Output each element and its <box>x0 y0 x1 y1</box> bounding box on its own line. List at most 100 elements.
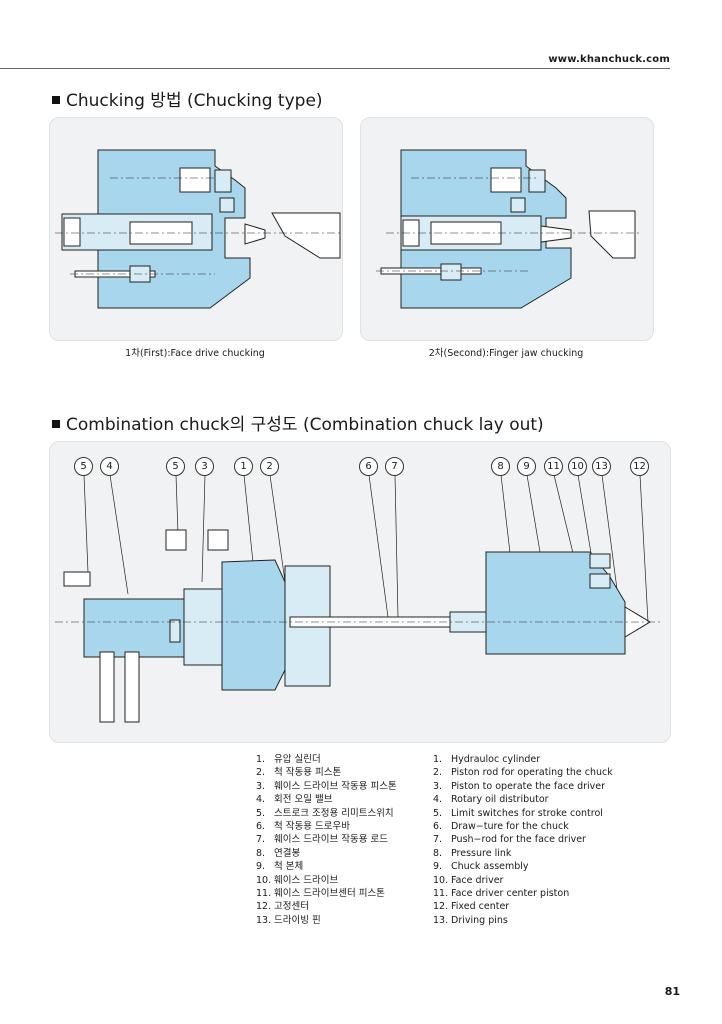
list-item: 6.Draw−ture for the chuck <box>433 820 613 833</box>
callout-number: 12 <box>630 457 649 476</box>
part-label: 드라이빙 핀 <box>274 914 321 926</box>
square-bullet-icon <box>52 420 60 428</box>
list-item: 8. 연결봉 <box>256 847 397 860</box>
list-item: 3. Piston to operate the face driver <box>433 780 613 793</box>
callout-number: 6 <box>359 457 378 476</box>
part-number: 5. <box>433 807 443 819</box>
part-label: Limit switches for stroke control <box>451 807 603 819</box>
part-number: 8. <box>433 847 443 859</box>
part-number: 12. <box>433 901 449 913</box>
list-item: 8. Pressure link <box>433 847 613 860</box>
part-label: Piston rod for operating the chuck <box>451 767 613 779</box>
part-number: 9. <box>433 861 443 873</box>
part-label: 훼이스 드라이브 <box>274 874 339 886</box>
part-label: 연결봉 <box>274 847 301 859</box>
part-number: 8. <box>256 847 266 859</box>
part-label: Face driver <box>451 874 504 886</box>
face-drive-chucking-drawing <box>55 149 341 309</box>
part-label: Chuck assembly <box>451 861 529 873</box>
callout-number: 3 <box>195 457 214 476</box>
callout-number: 9 <box>517 457 536 476</box>
part-label: 스트로크 조정용 리미트스위치 <box>274 807 394 819</box>
list-item: 3.훼이스 드라이브 작동용 피스톤 <box>256 780 397 793</box>
caption-second-chucking: 2차(Second):Finger jaw chucking <box>428 348 584 359</box>
part-number: 1. <box>256 754 266 765</box>
list-item: 4.Rotary oil distributor <box>433 793 613 806</box>
list-item: 9. 척 본체 <box>256 860 397 873</box>
section-heading-layout: Combination chuck의 구성도 (Combination chuc… <box>52 410 544 435</box>
diagram-panel-face-drive <box>49 117 343 341</box>
callout-number: 13 <box>592 457 611 476</box>
list-item: 11.Face driver center piston <box>433 887 613 900</box>
list-item: 12.고정센터 <box>256 900 397 913</box>
part-number: 4. <box>433 794 443 806</box>
list-item: 13.드라이빙 핀 <box>256 914 397 927</box>
section-title: Combination chuck의 구성도 (Combination chuc… <box>66 415 544 435</box>
list-item: 4. 회전 오일 밸브 <box>256 793 397 806</box>
list-item: 7.Push−rod for the face driver <box>433 833 613 846</box>
part-number: 12. <box>256 901 272 913</box>
callout-number: 8 <box>491 457 510 476</box>
page-number: 81 <box>664 985 680 998</box>
list-item: 10.Face driver <box>433 874 613 887</box>
part-number: 11. <box>256 888 272 900</box>
part-number: 13. <box>256 914 272 926</box>
header-divider <box>0 68 670 69</box>
part-label: Piston to operate the face driver <box>451 780 606 792</box>
list-item: 5. 스트로크 조정용 리미트스위치 <box>256 807 397 820</box>
list-item: 12.Fixed center <box>433 900 613 913</box>
list-item: 7. 훼이스 드라이브 작동용 로드 <box>256 833 397 846</box>
part-label: 척 작동용 피스톤 <box>274 767 342 779</box>
list-item: 1. Hydrauloc cylinder <box>433 753 613 766</box>
part-number: 7. <box>433 834 443 846</box>
part-number: 3. <box>256 780 266 792</box>
diagram-panel-layout <box>49 441 671 743</box>
combination-chuck-layout-drawing <box>55 474 660 723</box>
part-label: 유압 실린더 <box>274 754 321 765</box>
part-number: 5. <box>256 807 266 819</box>
list-item: 13.Driving pins <box>433 914 613 927</box>
parts-list-english: 1. Hydrauloc cylinder 2. Piston rod for ope… <box>433 753 613 927</box>
list-item: 5. Limit switches for stroke control <box>433 807 613 820</box>
part-number: 9. <box>256 861 266 873</box>
finger-jaw-chucking-drawing <box>376 149 641 309</box>
part-number: 4. <box>256 794 266 806</box>
part-label: Driving pins <box>451 914 508 926</box>
part-label: Fixed center <box>451 901 510 913</box>
caption-first-chucking: 1차(First):Face drive chucking <box>125 348 265 359</box>
part-number: 6. <box>256 821 266 833</box>
part-label: Face driver center piston <box>451 888 570 900</box>
part-number: 2. <box>256 767 266 779</box>
part-number: 6. <box>433 821 443 833</box>
part-label: 척 작동용 드로우바 <box>274 821 350 833</box>
list-item: 11.훼이스 드라이브센터 피스톤 <box>256 887 397 900</box>
square-bullet-icon <box>52 96 60 104</box>
part-label: Pressure link <box>451 847 512 859</box>
section-title: Chucking 방법 (Chucking type) <box>66 91 323 111</box>
list-item: 6. 척 작동용 드로우바 <box>256 820 397 833</box>
list-item: 1. 유압 실린더 <box>256 753 397 766</box>
callout-number: 11 <box>544 457 563 476</box>
part-number: 2. <box>433 767 443 779</box>
callout-number: 5 <box>166 457 185 476</box>
part-number: 7. <box>256 834 266 846</box>
part-number: 10. <box>433 874 449 886</box>
part-number: 1. <box>433 754 443 765</box>
callout-number: 7 <box>385 457 404 476</box>
site-url[interactable]: www.khanchuck.com <box>548 54 670 65</box>
diagram-panel-finger-jaw <box>360 117 654 341</box>
part-label: 척 본체 <box>274 861 304 873</box>
part-label: 고정센터 <box>274 901 309 913</box>
part-number: 13. <box>433 914 449 926</box>
list-item: 9. Chuck assembly <box>433 860 613 873</box>
part-label: 훼이스 드라이브센터 피스톤 <box>274 888 385 900</box>
part-label: 훼이스 드라이브 작동용 로드 <box>274 834 388 846</box>
callout-number: 5 <box>74 457 93 476</box>
part-number: 3. <box>433 780 443 792</box>
list-item: 2. Piston rod for operating the chuck <box>433 766 613 779</box>
callout-number: 1 <box>234 457 253 476</box>
part-label: Hydrauloc cylinder <box>451 754 541 765</box>
part-label: 회전 오일 밸브 <box>274 794 333 806</box>
callout-number: 4 <box>100 457 119 476</box>
